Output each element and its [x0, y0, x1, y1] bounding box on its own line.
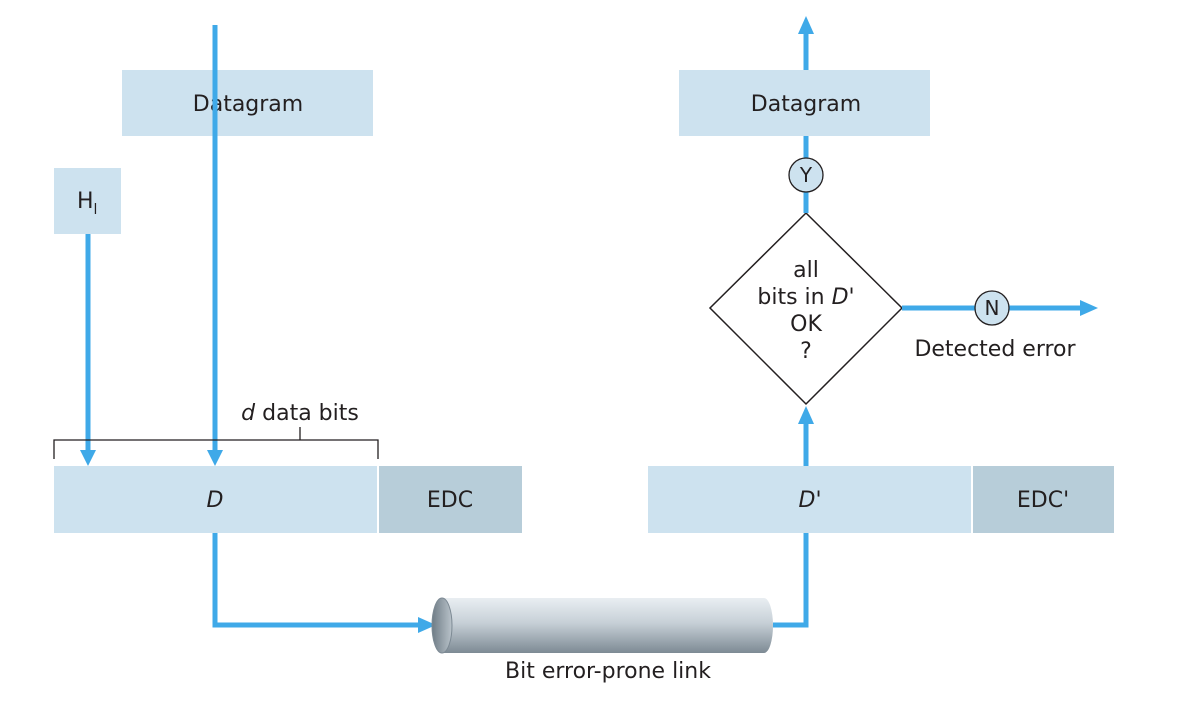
no-badge — [974, 290, 1010, 326]
sender-datagram-box — [122, 70, 373, 136]
sender-edc-block — [379, 466, 522, 533]
sender-datagram-arrowhead — [207, 450, 223, 466]
receiver-datagram-box — [679, 70, 930, 136]
decision-line-4: ? — [800, 339, 812, 364]
sender-data-label: D — [207, 488, 224, 513]
sender-datagram-label: Datagram — [193, 92, 303, 117]
yes-label: Y — [799, 163, 813, 187]
link-cylinder — [431, 597, 773, 654]
yes-badge — [788, 157, 824, 193]
sender-data-block — [54, 466, 377, 533]
decision-line-3: OK — [790, 312, 822, 337]
header-label: Hl — [77, 189, 97, 218]
header-box — [54, 168, 121, 234]
receiver-to-decision-arrowhead — [798, 406, 814, 424]
yes-path-arrowhead — [798, 16, 814, 34]
sender-edc-label: EDC — [427, 488, 473, 513]
receiver-edc-block — [973, 466, 1114, 533]
header-subscript: l — [94, 202, 98, 218]
detected-error-label: Detected error — [914, 337, 1076, 362]
receiver-datagram-label: Datagram — [751, 92, 861, 117]
receiver-data-block — [648, 466, 971, 533]
decision-line-1: all — [793, 258, 819, 283]
decision-diamond — [708, 211, 904, 406]
sender-to-link-line — [212, 533, 420, 628]
receiver-edc-label: EDC' — [1017, 488, 1069, 513]
link-to-receiver-line — [773, 533, 809, 628]
decision-line-2: bits in D' — [757, 285, 854, 310]
no-label: N — [985, 296, 1000, 320]
sender-to-link-arrowhead — [418, 617, 436, 633]
no-path-arrowhead — [1080, 300, 1098, 316]
link-label: Bit error-prone link — [505, 659, 711, 684]
data-bits-label: d data bits — [241, 401, 359, 426]
receiver-data-label: D' — [799, 488, 822, 513]
header-arrowhead — [80, 450, 96, 466]
header-letter: H — [77, 189, 94, 214]
data-bits-brace — [53, 427, 379, 459]
